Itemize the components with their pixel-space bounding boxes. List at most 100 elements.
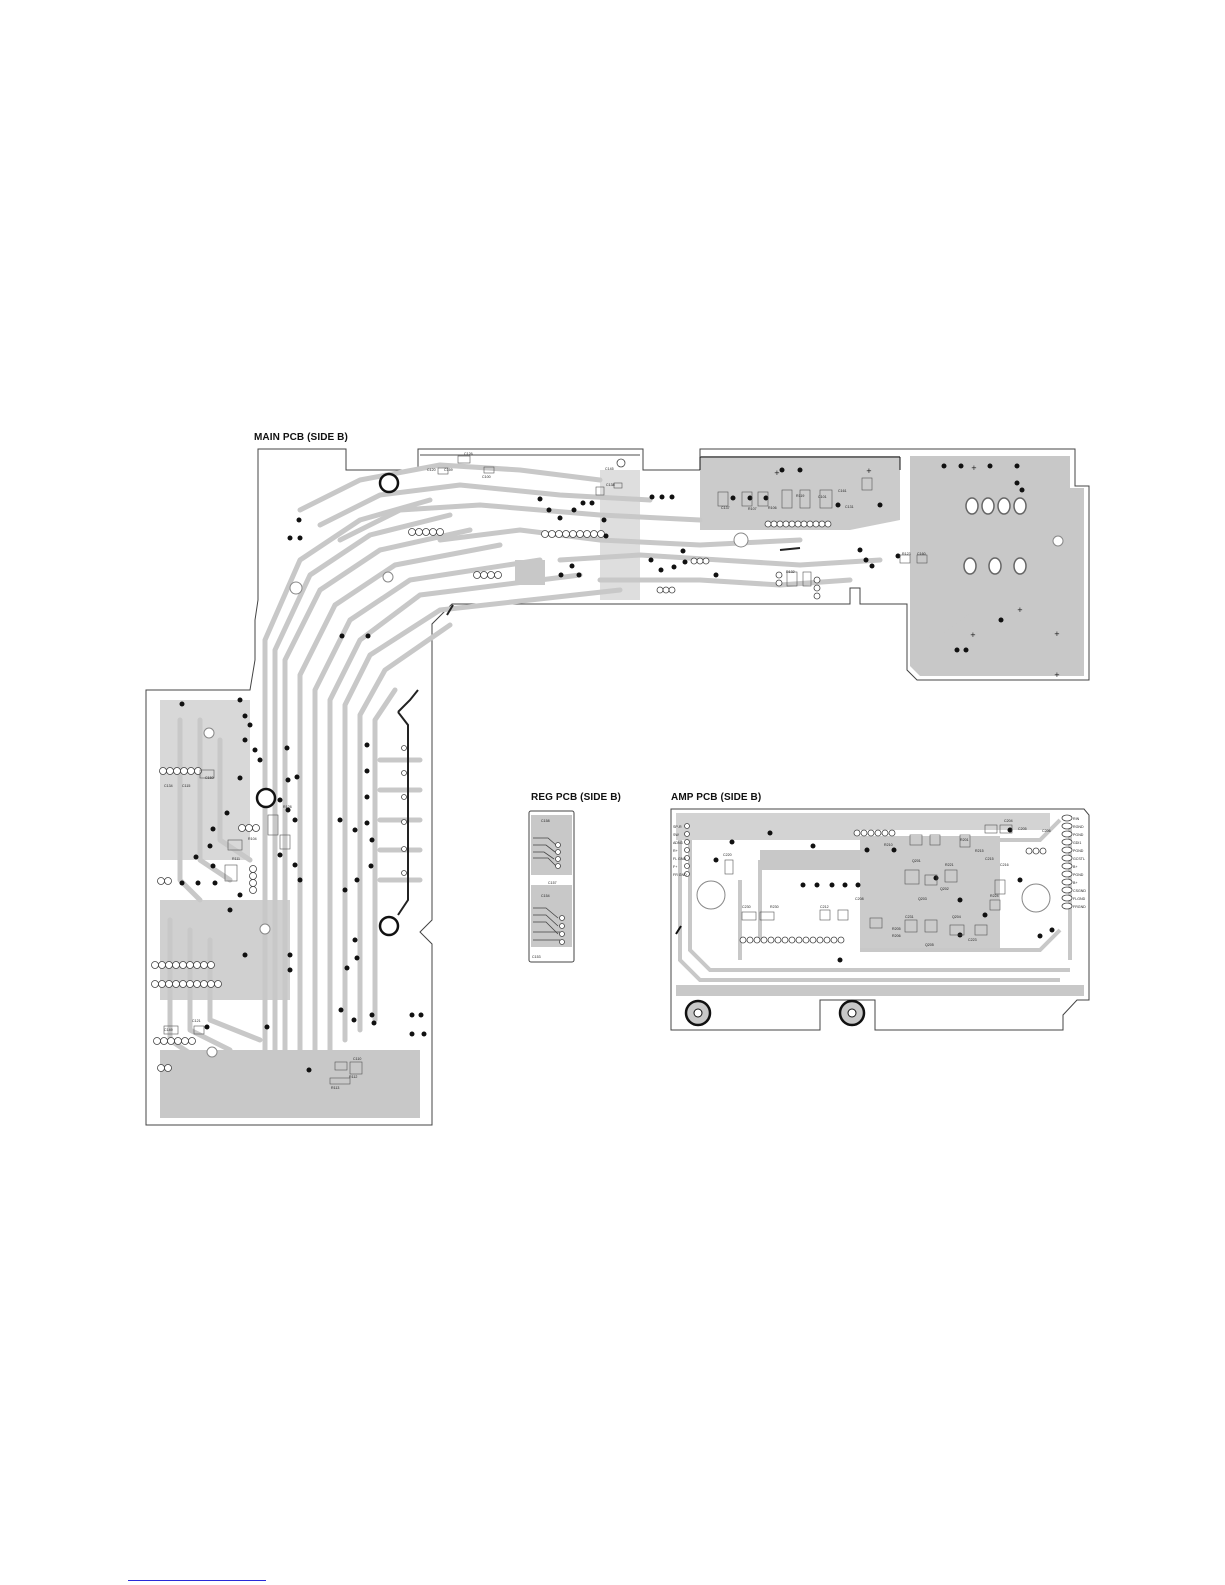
main-smd-pads <box>163 455 928 1085</box>
connector-label: RGND <box>1073 825 1084 829</box>
svg-text:+: + <box>970 631 976 639</box>
ref-label: R112 <box>349 1075 357 1079</box>
ref-label: Q205 <box>925 943 934 947</box>
mounting-hole <box>203 727 215 739</box>
amp-pcb-title: AMP PCB (SIDE B) <box>671 792 762 803</box>
connector-label: SP-R <box>673 825 682 829</box>
amp-mounting-holes <box>684 880 1051 1027</box>
connector-label: R+ <box>673 849 678 853</box>
mounting-hole <box>696 880 726 910</box>
ref-label: R123 <box>902 552 911 556</box>
ref-label: R205 <box>892 927 901 931</box>
ref-label: C160 <box>917 552 926 556</box>
connector-label: SW <box>673 833 679 837</box>
ref-label: R221 <box>945 863 954 867</box>
footer-link-line <box>128 1580 266 1581</box>
ref-label: C223 <box>968 938 977 942</box>
amp-traces <box>678 818 1072 982</box>
ref-label: C157 <box>548 881 557 885</box>
reg-copper <box>531 885 572 947</box>
main-large-pads <box>963 497 1027 575</box>
connector-label: RIN <box>1073 817 1080 821</box>
ref-label: R111 <box>232 857 240 861</box>
ref-label: R106 <box>768 506 777 510</box>
mounting-hole <box>1021 883 1051 913</box>
main-pcb-title: MAIN PCB (SIDE B) <box>254 432 348 443</box>
ref-label: C120 <box>427 468 436 472</box>
connector-label: F+ <box>673 865 677 869</box>
ref-label: C154 <box>541 894 550 898</box>
main-pcb-outline <box>145 448 1090 1126</box>
main-solder-points <box>179 463 1025 1073</box>
ref-label: R210 <box>884 843 893 847</box>
ref-label: C206 <box>1042 829 1051 833</box>
ref-label: C137 <box>721 506 730 510</box>
reg-pcb-title: REG PCB (SIDE B) <box>531 792 621 803</box>
ref-label: C215 <box>985 857 994 861</box>
connector-label: CSGND <box>1073 889 1086 893</box>
ref-label: Q203 <box>918 897 927 901</box>
reg-traces <box>533 837 560 941</box>
ref-label: C126 <box>464 452 473 456</box>
connector-label: B+ <box>1073 865 1078 869</box>
connector-label: B+ <box>1073 881 1078 885</box>
ref-label: C145 <box>605 467 614 471</box>
ref-label: R230 <box>770 905 779 909</box>
mounting-hole <box>1052 535 1064 547</box>
ref-label: C121 <box>192 1019 201 1023</box>
ref-label: Q202 <box>940 887 949 891</box>
svg-text:+: + <box>1054 630 1060 638</box>
mounting-hole <box>378 472 400 494</box>
amp-pcb: SP-R SW ADN3 R+ FL GND F+ FR GND RIN RGN… <box>670 808 1090 1031</box>
reg-pcb: C158 C157 C154 C153 <box>528 810 575 963</box>
ref-label: C134 <box>164 784 173 788</box>
amp-jumper <box>675 925 682 935</box>
svg-text:+: + <box>774 469 780 477</box>
ref-label: C149 <box>164 1028 173 1032</box>
mounting-hole <box>382 571 394 583</box>
ref-label: C216 <box>1000 863 1009 867</box>
ref-label: C138 <box>606 483 615 487</box>
mounting-hole <box>378 915 400 937</box>
connector-label: FRGND <box>1073 905 1086 909</box>
ref-label: R113 <box>331 1086 339 1090</box>
ref-label: C204 <box>1004 819 1013 823</box>
svg-text:+: + <box>971 464 977 472</box>
ref-label: Q201 <box>912 859 921 863</box>
ref-label: C131 <box>845 505 854 509</box>
ref-label: R224 <box>990 894 999 898</box>
ref-label: R215 <box>975 849 984 853</box>
ref-label: C231 <box>905 915 914 919</box>
ref-label: R132 <box>786 570 795 574</box>
amp-pad-rows <box>684 814 1073 944</box>
ref-label: C153 <box>532 955 541 959</box>
ref-label: C205 <box>1018 827 1027 831</box>
ref-label: R128 <box>283 805 292 809</box>
connector-label: GCSTL <box>1073 857 1085 861</box>
ref-label: C159 <box>444 468 453 472</box>
ref-label: C115 <box>182 784 190 788</box>
ref-label: C230 <box>742 905 751 909</box>
svg-text:+: + <box>1054 671 1060 679</box>
mounting-hole <box>259 923 271 935</box>
ref-label: R119 <box>796 494 804 498</box>
ref-label: R206 <box>892 934 901 938</box>
svg-text:+: + <box>1017 606 1023 614</box>
ref-label: R104 <box>248 837 257 841</box>
main-mounting-holes <box>203 472 1064 1058</box>
connector-label: PGND <box>1073 833 1084 837</box>
ref-label: R107 <box>748 507 757 511</box>
ref-label: C161 <box>838 489 847 493</box>
ref-label: C101 <box>818 495 827 499</box>
connector-label: FR GND <box>673 873 687 877</box>
mounting-hole <box>289 581 303 595</box>
main-jumpers <box>397 547 801 916</box>
ref-label: R201 <box>960 838 969 842</box>
ref-label: Q204 <box>952 915 961 919</box>
reg-pads <box>555 842 565 945</box>
mounting-hole <box>206 1046 218 1058</box>
ref-label: C100 <box>482 475 491 479</box>
ref-label: C220 <box>723 853 732 857</box>
connector-label: PGND <box>1073 849 1084 853</box>
